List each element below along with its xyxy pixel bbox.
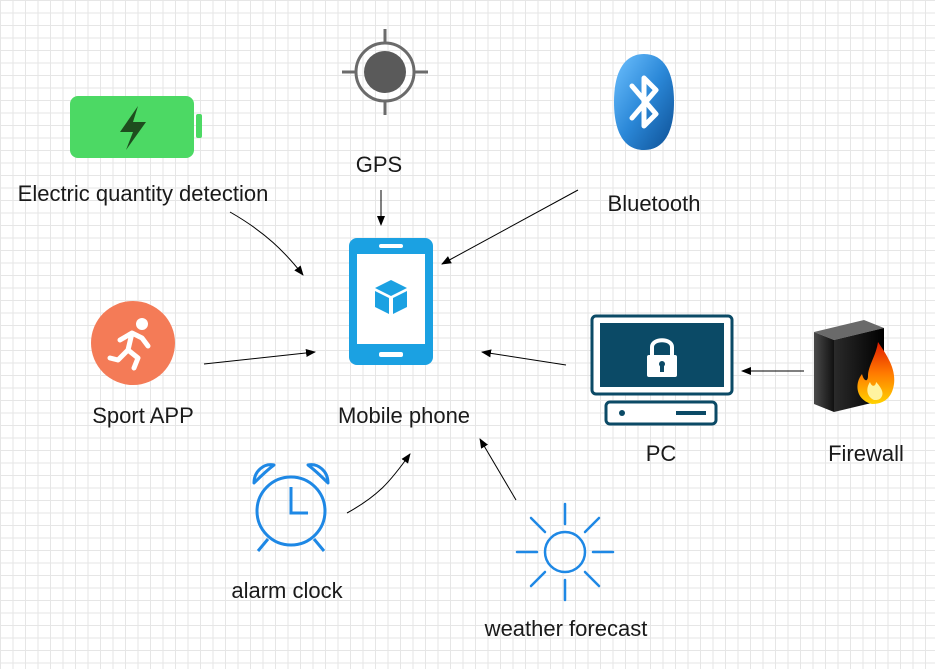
locked-monitor-icon — [590, 314, 734, 426]
phone-label: Mobile phone — [337, 403, 471, 428]
edge-bluetooth-phone — [441, 189, 579, 265]
sport-label: Sport APP — [92, 403, 194, 428]
alarm-clock-icon — [252, 463, 330, 552]
alarm-label: alarm clock — [231, 578, 343, 603]
gps-label: GPS — [355, 152, 403, 177]
firewall-icon — [814, 320, 895, 412]
edge-pc-phone — [481, 349, 567, 366]
bluetooth-icon — [614, 54, 674, 150]
weather-label: weather forecast — [484, 616, 648, 641]
gps-target-icon — [342, 29, 428, 115]
pc-label: PC — [645, 441, 677, 466]
firewall-label: Firewall — [828, 441, 904, 466]
edge-weather-phone — [479, 438, 517, 501]
edge-battery-phone — [229, 211, 304, 276]
bluetooth-label: Bluetooth — [607, 191, 701, 216]
edge-sport-phone — [203, 348, 316, 365]
mobile-phone-icon — [349, 238, 433, 365]
running-person-icon — [91, 301, 175, 385]
battery-charging-icon — [70, 96, 202, 158]
edge-alarm-phone — [346, 453, 411, 514]
sun-icon — [515, 502, 615, 602]
battery-label: Electric quantity detection — [17, 181, 269, 206]
